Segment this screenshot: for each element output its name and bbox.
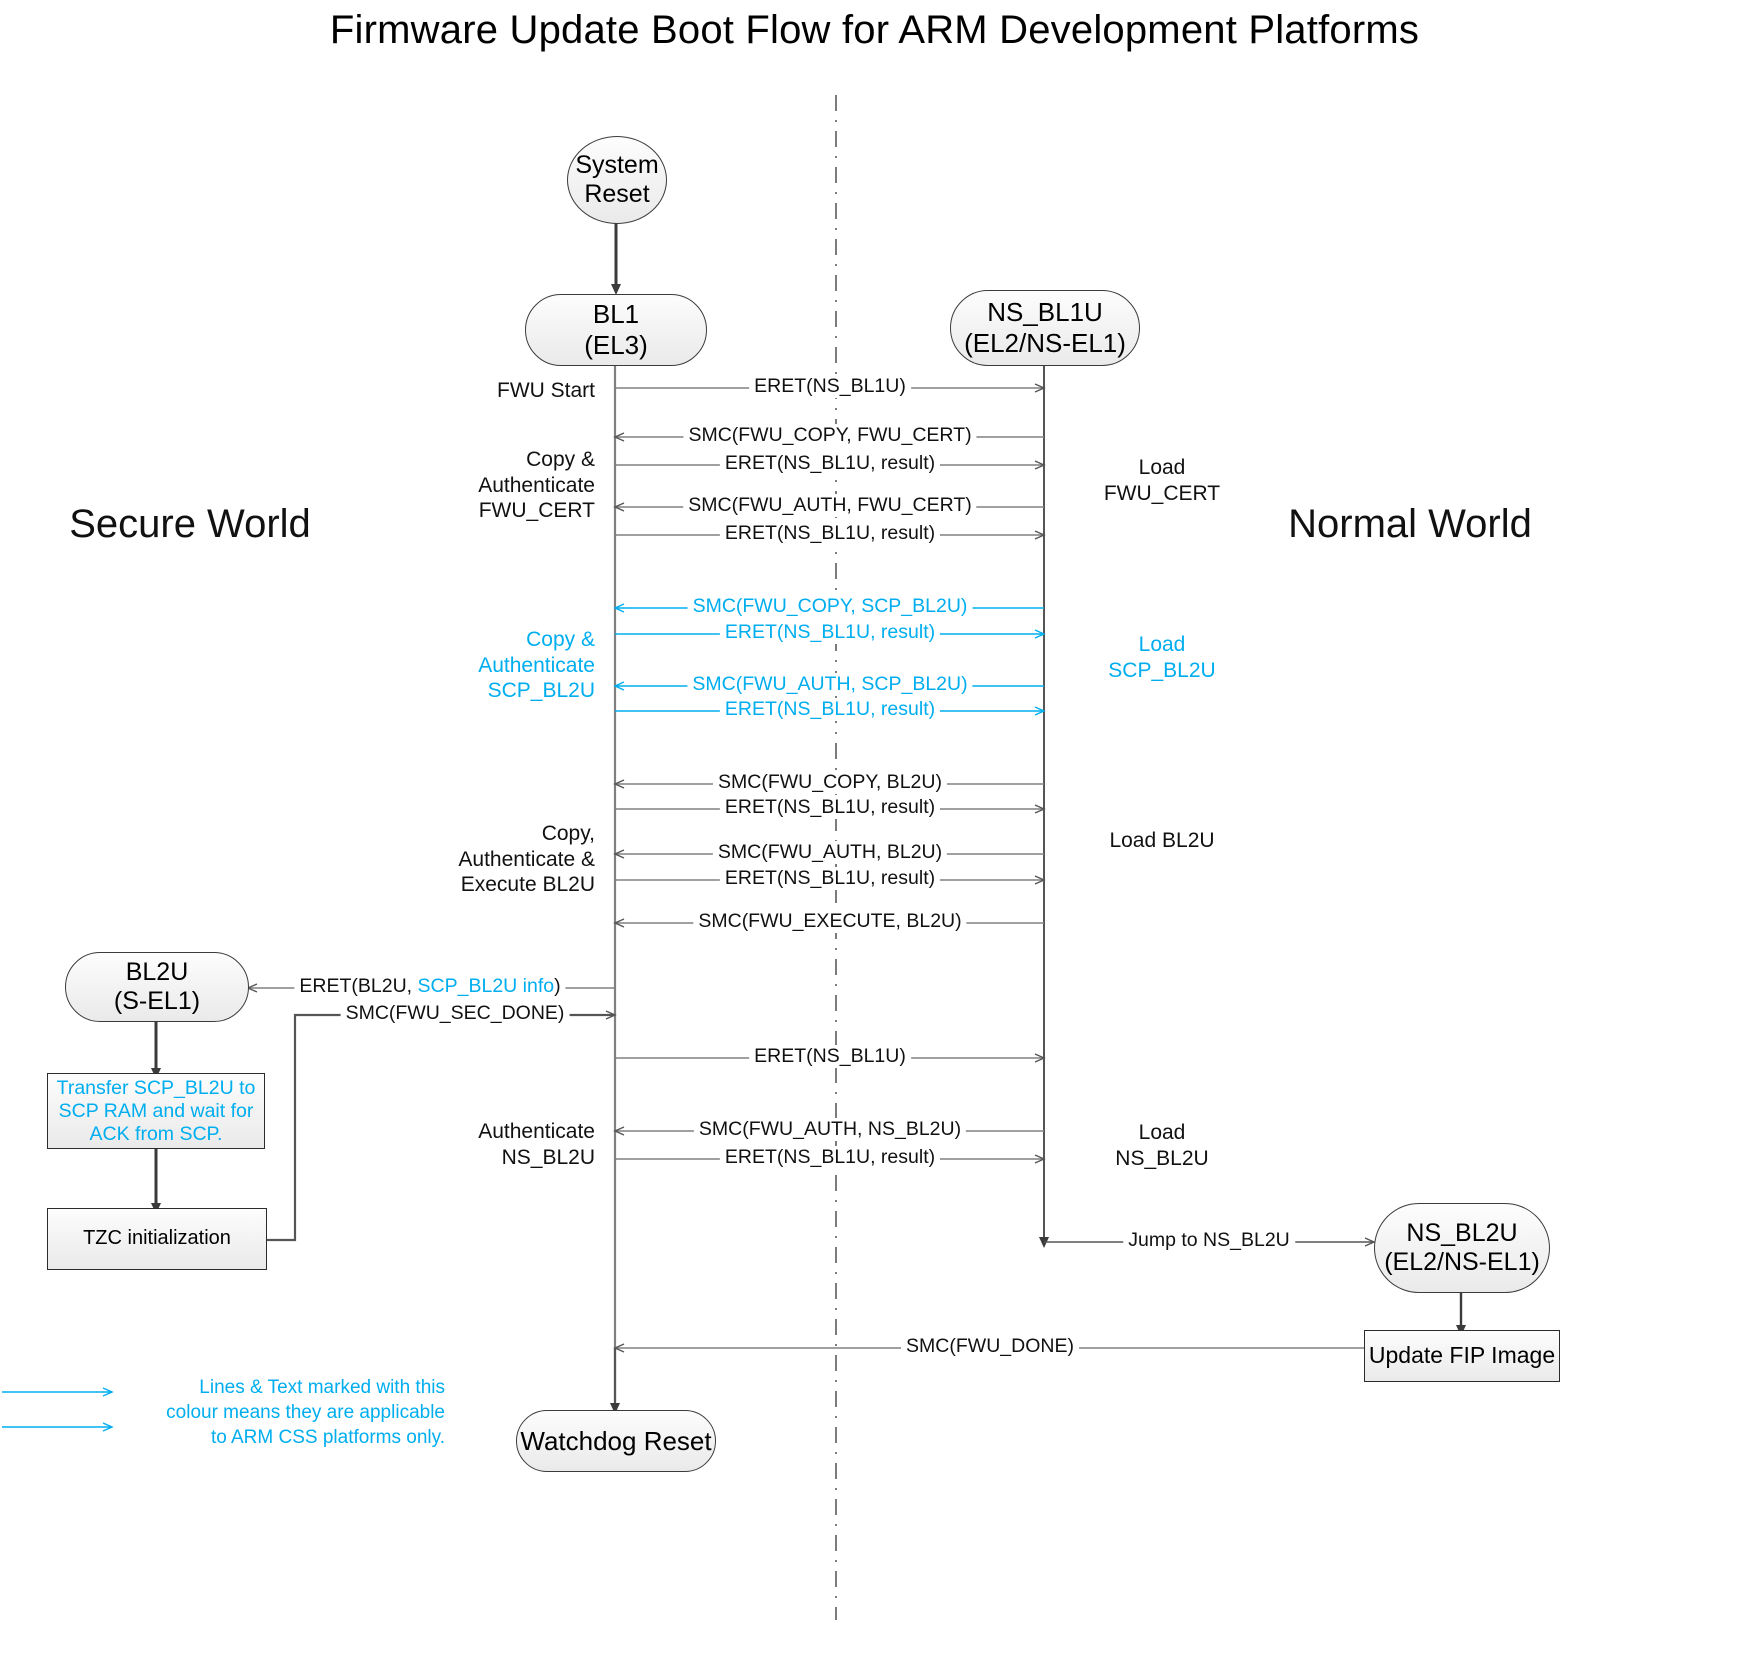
node-bl1-line1: BL1 xyxy=(592,299,640,330)
left-label-copy-auth-fwu-cert: Copy & Authenticate FWU_CERT xyxy=(478,448,595,523)
node-ns-bl1u-line1: NS_BL1U xyxy=(987,297,1103,328)
legend-text: Lines & Text marked with this colour mea… xyxy=(166,1377,445,1449)
message-label-m3: ERET(NS_BL1U, result) xyxy=(719,452,941,475)
node-update-fip-image[interactable]: Update FIP Image xyxy=(1364,1330,1560,1382)
node-bl1[interactable]: BL1 (EL3) xyxy=(525,294,707,366)
message-label-m14: SMC(FWU_EXECUTE, BL2U) xyxy=(693,910,967,933)
node-tzc-initialization[interactable]: TZC initialization xyxy=(47,1208,267,1270)
left-label-authenticate-ns-bl2u: Authenticate NS_BL2U xyxy=(478,1120,595,1169)
message-label-m9: ERET(NS_BL1U, result) xyxy=(719,698,941,721)
node-system-reset-line1: System xyxy=(575,150,659,179)
left-label-fwu-start: FWU Start xyxy=(497,379,595,402)
message-label-m15: SMC(FWU_SEC_DONE) xyxy=(340,1002,570,1025)
node-system-reset-line2: Reset xyxy=(584,180,650,208)
node-transfer-scp-bl2u-text: Transfer SCP_BL2U to SCP RAM and wait fo… xyxy=(56,1076,256,1145)
eret-bl2u-cyan-part: SCP_BL2U info xyxy=(417,975,555,997)
node-bl1-line2: (EL3) xyxy=(584,330,648,360)
node-bl2u[interactable]: BL2U (S-EL1) xyxy=(65,952,249,1022)
right-label-load-bl2u: Load BL2U xyxy=(1109,829,1215,852)
message-label-m20: SMC(FWU_DONE) xyxy=(901,1335,1079,1358)
message-label-m4: SMC(FWU_AUTH, FWU_CERT) xyxy=(683,494,977,517)
message-label-m2: SMC(FWU_COPY, FWU_CERT) xyxy=(683,424,977,447)
message-label-m13: ERET(NS_BL1U, result) xyxy=(719,867,941,890)
node-bl2u-line1: BL2U xyxy=(125,957,189,986)
message-label-m17: SMC(FWU_AUTH, NS_BL2U) xyxy=(693,1118,967,1141)
eret-bl2u-prefix: ERET(BL2U, xyxy=(299,975,418,997)
secure-world-label: Secure World xyxy=(69,502,311,546)
left-label-copy-auth-exec-bl2u: Copy, Authenticate & Execute BL2U xyxy=(458,822,595,897)
page-title: Firmware Update Boot Flow for ARM Develo… xyxy=(329,8,1420,52)
node-ns-bl1u[interactable]: NS_BL1U (EL2/NS-EL1) xyxy=(950,290,1140,366)
message-label-m7: ERET(NS_BL1U, result) xyxy=(719,621,941,644)
node-ns-bl2u-line2: (EL2/NS-EL1) xyxy=(1384,1248,1540,1276)
message-label-m12: SMC(FWU_AUTH, BL2U) xyxy=(712,841,948,864)
left-label-copy-auth-scp-bl2u: Copy & Authenticate SCP_BL2U xyxy=(478,628,595,703)
node-bl2u-line2: (S-EL1) xyxy=(113,987,201,1015)
node-update-fip-image-text: Update FIP Image xyxy=(1368,1342,1556,1369)
node-ns-bl2u-line1: NS_BL2U xyxy=(1406,1218,1518,1247)
node-tzc-initialization-text: TZC initialization xyxy=(83,1227,231,1250)
message-label-eret-bl2u: ERET(BL2U, SCP_BL2U info) xyxy=(294,975,566,998)
message-label-m10: SMC(FWU_COPY, BL2U) xyxy=(713,771,947,794)
message-label-m5: ERET(NS_BL1U, result) xyxy=(719,522,941,545)
message-label-m16: ERET(NS_BL1U) xyxy=(749,1045,911,1068)
node-watchdog-reset[interactable]: Watchdog Reset xyxy=(516,1410,716,1472)
message-label-m11: ERET(NS_BL1U, result) xyxy=(719,796,941,819)
message-label-m19: Jump to NS_BL2U xyxy=(1123,1229,1295,1252)
message-label-m18: ERET(NS_BL1U, result) xyxy=(719,1146,941,1169)
node-system-reset[interactable]: System Reset xyxy=(567,136,667,224)
message-label-m1: ERET(NS_BL1U) xyxy=(749,375,911,398)
normal-world-label: Normal World xyxy=(1288,502,1532,546)
right-label-load-scp-bl2u: Load SCP_BL2U xyxy=(1108,633,1216,682)
node-ns-bl1u-line2: (EL2/NS-EL1) xyxy=(964,328,1126,358)
node-transfer-scp-bl2u[interactable]: Transfer SCP_BL2U to SCP RAM and wait fo… xyxy=(47,1073,265,1149)
right-label-load-fwu-cert: Load FWU_CERT xyxy=(1103,456,1221,505)
eret-bl2u-suffix: ) xyxy=(554,975,561,997)
message-label-m8: SMC(FWU_AUTH, SCP_BL2U) xyxy=(687,673,973,696)
message-label-m6: SMC(FWU_COPY, SCP_BL2U) xyxy=(687,595,973,618)
node-ns-bl2u[interactable]: NS_BL2U (EL2/NS-EL1) xyxy=(1374,1203,1550,1293)
right-label-load-ns-bl2u: Load NS_BL2U xyxy=(1115,1121,1209,1170)
node-watchdog-reset-label: Watchdog Reset xyxy=(520,1425,712,1456)
